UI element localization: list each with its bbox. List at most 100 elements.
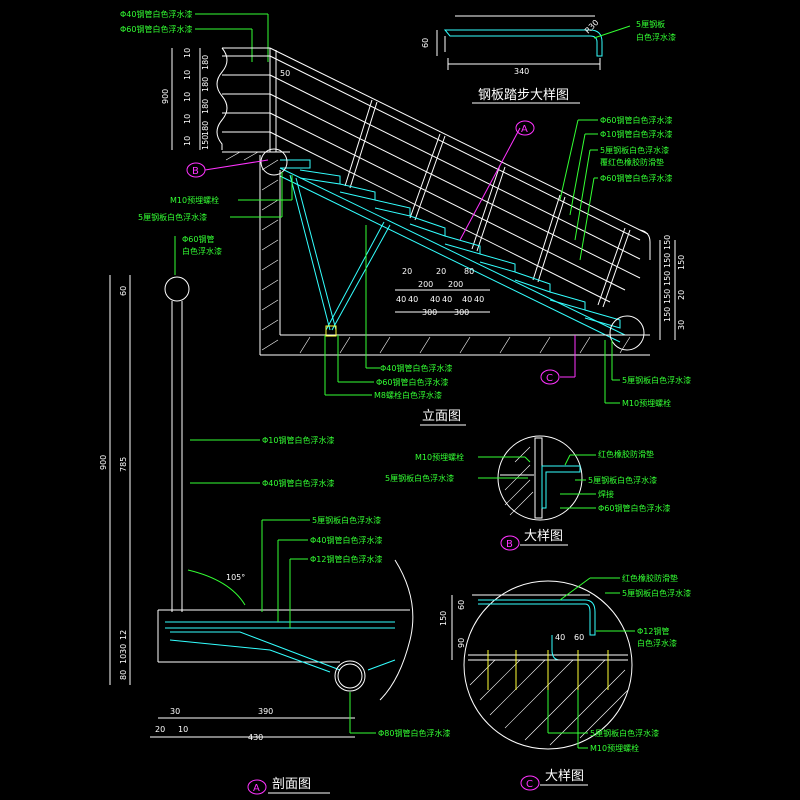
dim-sec-430: 430 xyxy=(248,733,263,742)
dim-left-b: 180 xyxy=(201,55,210,70)
dim-sec-angle: 105° xyxy=(226,573,245,582)
label-tube-60-white: Φ60钢管白色浮水漆 xyxy=(600,115,672,125)
detail-b: M10预埋螺栓 5厘钢板白色浮水漆 红色橡胶防滑垫 5厘钢板白色浮水漆 焊接 Φ… xyxy=(385,435,670,551)
dim-left-j: 150 xyxy=(201,135,210,150)
label-b-tube60: Φ60钢管白色浮水漆 xyxy=(598,503,670,513)
dim-sec-10b: 10 xyxy=(178,725,188,734)
dim-sec-30b: 30 xyxy=(170,707,180,716)
label-c-tube12-2: 白色浮水漆 xyxy=(637,638,677,648)
dim-right-c: 150 xyxy=(663,271,672,286)
label-bolt-m10: M10预埋螺栓 xyxy=(170,195,219,205)
dim-sec-785: 785 xyxy=(119,457,128,472)
dim-sec-80: 80 xyxy=(119,670,128,680)
elevation-bottom-labels: Φ40钢管白色浮水漆 Φ60钢管白色浮水漆 M8螺栓白色浮水漆 立面图 xyxy=(324,225,466,426)
dim-c-150: 150 xyxy=(439,611,448,626)
label-sec-tube40: Φ40钢管白色浮水漆 xyxy=(262,478,334,488)
dim-step-60: 60 xyxy=(421,38,430,48)
label-c-bolt: M10预埋螺栓 xyxy=(590,743,639,753)
dim-sec-12: 12 xyxy=(119,630,128,640)
label-plate-red-rubber-1: 5厘钢板白色浮水漆 xyxy=(600,145,669,155)
title-elevation: 立面图 xyxy=(422,409,461,424)
top-left-labels: Φ40钢管白色浮水漆 Φ60钢管白色浮水漆 xyxy=(120,9,269,62)
label-sec-plate5: 5厘钢板白色浮水漆 xyxy=(312,515,381,525)
title-detail-c: 大样图 xyxy=(545,769,584,784)
dim-sec-60: 60 xyxy=(119,286,128,296)
elevation-lower-right-labels: 5厘钢板白色浮水漆 M10预埋螺栓 xyxy=(604,340,691,408)
label-steel-tube-40: Φ40钢管白色浮水漆 xyxy=(120,9,192,19)
dim-left-900: 900 xyxy=(161,89,170,104)
label-plate-5mm-2: 白色浮水漆 xyxy=(636,32,676,42)
label-tube-60-white-2: Φ60钢管白色浮水漆 xyxy=(600,173,672,183)
label-c-red-pad: 红色橡胶防滑垫 xyxy=(622,573,678,583)
dim-right-f: 150 xyxy=(677,255,686,270)
label-c-plate: 5厘钢板白色浮水漆 xyxy=(622,588,691,598)
dim-right-b: 150 xyxy=(663,253,672,268)
dim-left-i: 10 xyxy=(183,136,192,146)
tag-c-detail: C xyxy=(526,779,533,790)
label-tube-10-white: Φ10钢管白色浮水漆 xyxy=(600,129,672,139)
dim-step-340: 340 xyxy=(514,67,529,76)
dim-sec-900: 900 xyxy=(99,455,108,470)
step-plate-profile xyxy=(443,29,603,57)
dim-c-90: 90 xyxy=(457,638,466,648)
tag-c-elev: C xyxy=(546,373,553,384)
dim-sec-10: 10 xyxy=(119,654,128,664)
dim-tread-40a: 40 xyxy=(396,295,406,304)
dim-tread-200b: 200 xyxy=(448,280,463,289)
label-plate-red-rubber-2: 覆红色橡胶防滑垫 xyxy=(600,157,664,167)
elevation-right-labels: Φ60钢管白色浮水漆 Φ10钢管白色浮水漆 5厘钢板白色浮水漆 覆红色橡胶防滑垫… xyxy=(559,115,672,261)
label-b-bolt: M10预埋螺栓 xyxy=(415,452,464,462)
dim-tread-40d: 40 xyxy=(442,295,452,304)
dim-right-e: 150 xyxy=(663,307,672,322)
tag-b-elev: B xyxy=(192,166,199,177)
dim-c-40: 40 xyxy=(555,633,565,642)
label-sec-tube40b: Φ40钢管白色浮水漆 xyxy=(310,535,382,545)
dim-right-h: 30 xyxy=(677,320,686,330)
dim-tread-80: 80 xyxy=(464,267,474,276)
dim-right-d: 150 xyxy=(663,289,672,304)
label-plate-5mm-white: 5厘钢板白色浮水漆 xyxy=(138,212,207,222)
dim-sec-20: 20 xyxy=(155,725,165,734)
dim-tread-300b: 300 xyxy=(454,308,469,317)
dim-tread-40b: 40 xyxy=(408,295,418,304)
dim-left-d: 180 xyxy=(201,77,210,92)
dim-sec-30: 30 xyxy=(119,644,128,654)
label-b-red-pad: 红色橡胶防滑垫 xyxy=(598,449,654,459)
label-sec-tube12: Φ12钢管白色浮水漆 xyxy=(310,554,382,564)
title-section: 剖面图 xyxy=(272,777,311,792)
label-steel-tube-60: Φ60钢管白色浮水漆 xyxy=(120,24,192,34)
dim-tread-40f: 40 xyxy=(474,295,484,304)
label-sec-tube10: Φ10钢管白色浮水漆 xyxy=(262,435,334,445)
dim-tread-40c: 40 xyxy=(430,295,440,304)
dim-tread-20a: 20 xyxy=(402,267,412,276)
label-c-tube12-1: Φ12钢管 xyxy=(637,626,669,636)
dim-left-a: 10 xyxy=(183,48,192,58)
title-detail-b: 大样图 xyxy=(524,529,563,544)
title-step-detail: 钢板踏步大样图 xyxy=(478,88,569,103)
label-b-plate-white-r: 5厘钢板白色浮水漆 xyxy=(588,475,657,485)
dim-rail-50: 50 xyxy=(280,69,290,78)
tag-a-elev: A xyxy=(521,124,528,135)
label-sec-tube80: Φ80钢管白色浮水漆 xyxy=(378,728,450,738)
label-bolt-m10-right: M10预埋螺栓 xyxy=(622,398,671,408)
label-plate-5mm-right: 5厘钢板白色浮水漆 xyxy=(622,375,691,385)
label-plate-5mm-1: 5厘钢板 xyxy=(636,19,665,29)
dim-tread-300a: 300 xyxy=(422,308,437,317)
label-elev-tube60: Φ60钢管白色浮水漆 xyxy=(376,377,448,387)
dim-tread-200a: 200 xyxy=(418,280,433,289)
tag-a-section: A xyxy=(253,783,260,794)
section-markers: A B C xyxy=(186,120,576,385)
label-sec-tube60-1: Φ60钢管 xyxy=(182,234,214,244)
label-c-plate-bottom: 5厘钢板白色浮水漆 xyxy=(590,728,659,738)
dim-left-g: 10 xyxy=(183,114,192,124)
elevation-view: 900 10 10 10 10 10 180 180 180 180 150 5… xyxy=(161,47,686,356)
label-b-plate-white: 5厘钢板白色浮水漆 xyxy=(385,473,454,483)
tag-b-detail: B xyxy=(506,539,513,550)
dim-left-h: 180 xyxy=(201,121,210,136)
step-plate-detail: 60 340 R30 5厘钢板 白色浮水漆 钢板踏步大样图 xyxy=(421,15,676,104)
dim-right-g: 20 xyxy=(677,290,686,300)
dim-c-60: 60 xyxy=(457,600,466,610)
dim-tread-40e: 40 xyxy=(462,295,472,304)
label-elev-tube40: Φ40钢管白色浮水漆 xyxy=(380,363,452,373)
